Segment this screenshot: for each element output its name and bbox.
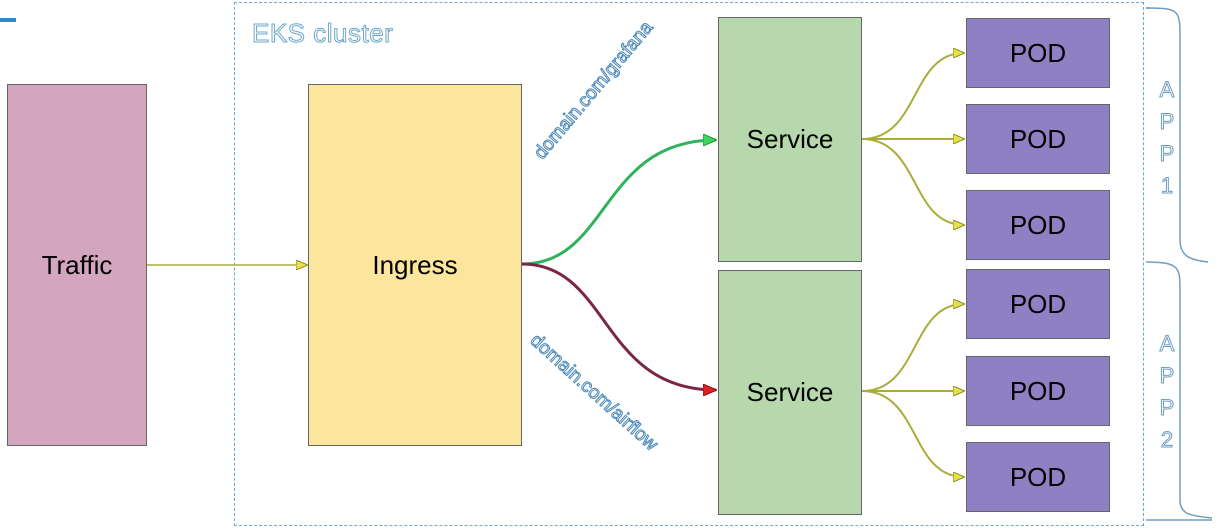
airflow-route-arrow	[521, 262, 716, 390]
pod-node: POD	[966, 18, 1110, 88]
service1-pod1-arrow	[861, 53, 964, 140]
traffic-node: Traffic	[7, 84, 147, 446]
ingress-node: Ingress	[308, 84, 522, 446]
pod-label: POD	[1009, 288, 1067, 319]
app1-brace	[1145, 7, 1209, 263]
pod-label: POD	[1009, 209, 1067, 240]
app1-letter: 1	[1160, 173, 1174, 199]
service-label: Service	[746, 124, 834, 154]
pod-node: POD	[966, 190, 1110, 260]
ingress-label: Ingress	[372, 249, 458, 280]
service2-pod6-arrow	[861, 390, 964, 477]
pod-label: POD	[1009, 461, 1067, 492]
eks-cluster-boundary	[234, 2, 1144, 526]
eks-cluster-label: EKS cluster	[251, 18, 394, 49]
app2-letter: P	[1159, 395, 1175, 421]
app2-label: A P P 2	[1157, 328, 1177, 456]
pod-node: POD	[966, 104, 1110, 174]
pod-node: POD	[966, 269, 1110, 339]
pod-label: POD	[1009, 375, 1067, 406]
traffic-label: Traffic	[41, 249, 113, 280]
corner-mark	[0, 18, 16, 22]
app2-letter: A	[1159, 331, 1175, 357]
app2-brace	[1145, 261, 1213, 519]
app2-letter: P	[1159, 363, 1175, 389]
service1-pod3-arrow	[861, 138, 964, 225]
app2-letter: 2	[1160, 427, 1174, 453]
pod-label: POD	[1009, 123, 1067, 154]
service-node-app1: Service	[718, 17, 862, 262]
pod-node: POD	[966, 356, 1110, 426]
app1-letter: P	[1159, 141, 1175, 167]
service-node-app2: Service	[718, 270, 862, 515]
pod-node: POD	[966, 442, 1110, 512]
app1-label: A P P 1	[1157, 74, 1177, 202]
service-label: Service	[746, 377, 834, 407]
grafana-route-arrow	[521, 140, 716, 266]
service2-pod4-arrow	[861, 304, 964, 392]
app1-letter: P	[1159, 109, 1175, 135]
pod-label: POD	[1009, 37, 1067, 68]
app1-letter: A	[1159, 77, 1175, 103]
